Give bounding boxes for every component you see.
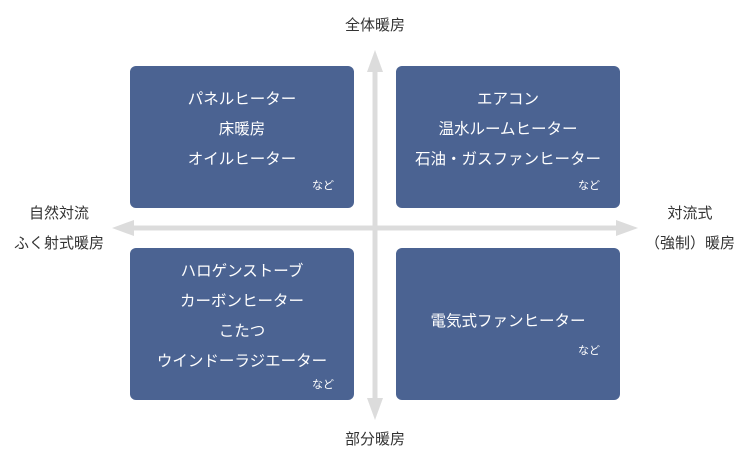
heater-item: こたつ [218, 322, 266, 340]
heater-item: エアコン [476, 90, 539, 108]
heater-item: オイルヒーター [187, 150, 297, 168]
quadrant-bottom-right: 電気式ファンヒーター など [396, 248, 620, 400]
heater-item: パネルヒーター [187, 90, 297, 108]
axis-label-left-line1: 自然対流 [28, 204, 89, 222]
axis-label-bottom: 部分暖房 [344, 430, 405, 448]
heater-item: カーボンヒーター [179, 292, 304, 310]
etc-note: など [312, 179, 334, 192]
heater-item: ウインドーラジエーター [156, 352, 328, 370]
quadrant-bottom-left: ハロゲンストーブ カーボンヒーター こたつ ウインドーラジエーター など [130, 248, 354, 400]
axis-label-right-line2: （強制）暖房 [644, 234, 735, 252]
etc-note: など [312, 378, 334, 391]
quadrant-top-right: エアコン 温水ルームヒーター 石油・ガスファンヒーター など [396, 66, 620, 208]
axis-label-right-line1: 対流式 [667, 204, 713, 222]
axis-arrow-right [616, 220, 638, 236]
heater-item: 石油・ガスファンヒーター [414, 150, 601, 168]
quadrant-top-left: パネルヒーター 床暖房 オイルヒーター など [130, 66, 354, 208]
heater-item: 電気式ファンヒーター [430, 312, 586, 330]
axis-label-left-line2: ふく射式暖房 [13, 234, 104, 252]
axis-arrow-up [367, 50, 383, 72]
heater-item: 床暖房 [218, 120, 266, 138]
etc-note: など [578, 179, 600, 192]
heater-item: ハロゲンストーブ [180, 262, 304, 280]
axis-arrow-left [112, 220, 134, 236]
axis-arrow-down [367, 398, 383, 420]
heater-item: 温水ルームヒーター [438, 120, 578, 138]
etc-note: など [578, 344, 600, 357]
axis-label-top: 全体暖房 [344, 16, 405, 34]
